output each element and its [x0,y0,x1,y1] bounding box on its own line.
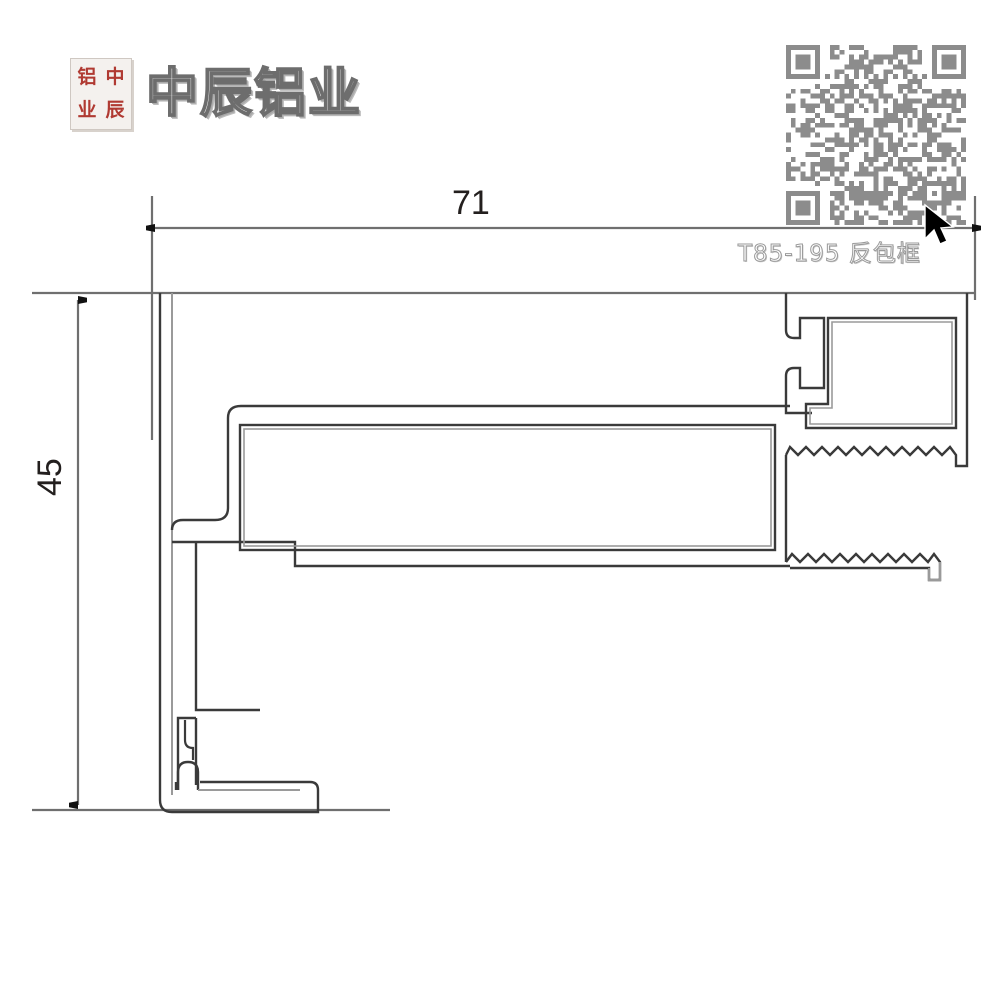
outline-foot-bump [174,760,200,790]
qr-code-icon [786,45,966,225]
chamber-centre-inner [243,428,772,547]
company-logo: 铝 中 业 辰 中辰铝业 [70,58,362,130]
outline-lower-ledge [172,540,790,568]
outline-right-rib [784,293,826,415]
part-label: T85-195 反包框 [738,241,921,268]
chamber-right-upper-inner [809,321,953,425]
mouse-pointer-icon [924,203,955,245]
seal-char-3: 业 [77,99,97,121]
seal-char-4: 辰 [105,99,125,121]
outline-upper-shoulder [170,404,790,531]
company-name: 中辰铝业 [145,64,363,124]
company-seal-icon: 铝 中 业 辰 [70,58,132,130]
seal-char-2: 中 [105,66,125,88]
outline-main-body [158,293,320,814]
outline-right-tab [928,562,941,581]
seal-char-1: 铝 [77,66,97,88]
outline-hook-j [183,720,195,760]
outline-skirt-inner [194,543,260,712]
profile-outline [158,293,969,814]
dimension-label-width: 71 [452,184,490,222]
chamber-right-upper [804,316,958,430]
chamber-centre-outer [238,423,777,552]
dimension-lines [32,196,977,812]
dimension-label-height: 45 [31,458,69,496]
serration-lower [785,552,942,582]
serration-upper [784,444,969,468]
